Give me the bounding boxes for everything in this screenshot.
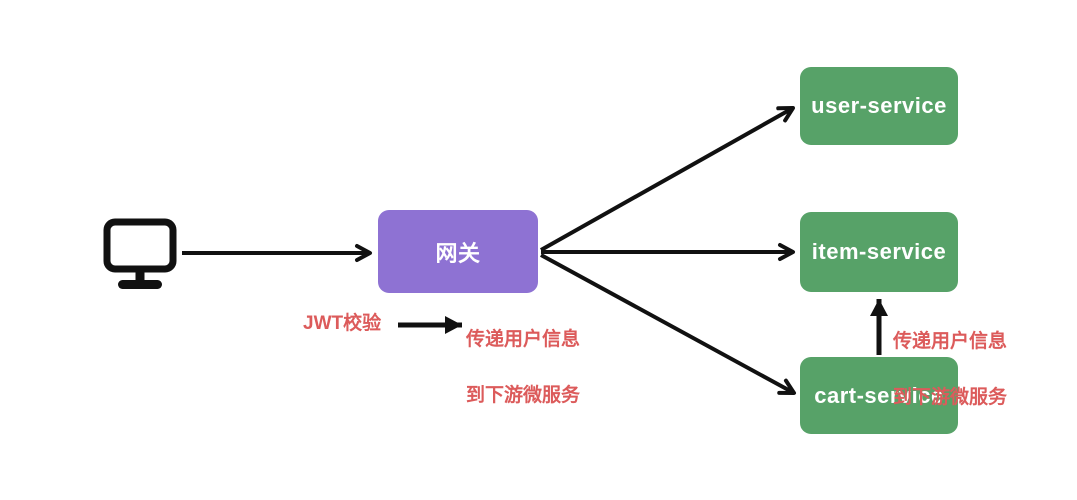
gateway-node: 网关	[378, 210, 538, 293]
arrow-gateway-to-user-service	[540, 106, 795, 252]
monitor-stand-base	[118, 280, 162, 289]
service-node-user: user-service	[800, 67, 958, 145]
service-node-item: item-service	[800, 212, 958, 292]
service-node-cart: cart-service	[800, 357, 958, 434]
cart-pass-info-note: 传递用户信息 到下游微服务	[893, 300, 1007, 440]
gateway-pass-info-note: 传递用户信息 到下游微服务	[466, 298, 580, 438]
gateway-label: 网关	[435, 240, 481, 266]
computer-monitor-icon	[103, 218, 177, 289]
gateway-pass-info-line1: 传递用户信息	[466, 329, 581, 350]
gateway-pass-info-line2: 到下游微服务	[466, 385, 581, 406]
service-label-user: user-service	[811, 93, 947, 118]
cart-pass-info-line1: 传递用户信息	[893, 331, 1008, 352]
cart-pass-info-line2: 到下游微服务	[893, 387, 1008, 408]
service-label-cart: cart-service	[814, 382, 944, 408]
jwt-check-annotation: JWT校验	[303, 313, 382, 334]
monitor-stand-stem	[135, 269, 145, 283]
service-label-item: item-service	[811, 239, 947, 264]
